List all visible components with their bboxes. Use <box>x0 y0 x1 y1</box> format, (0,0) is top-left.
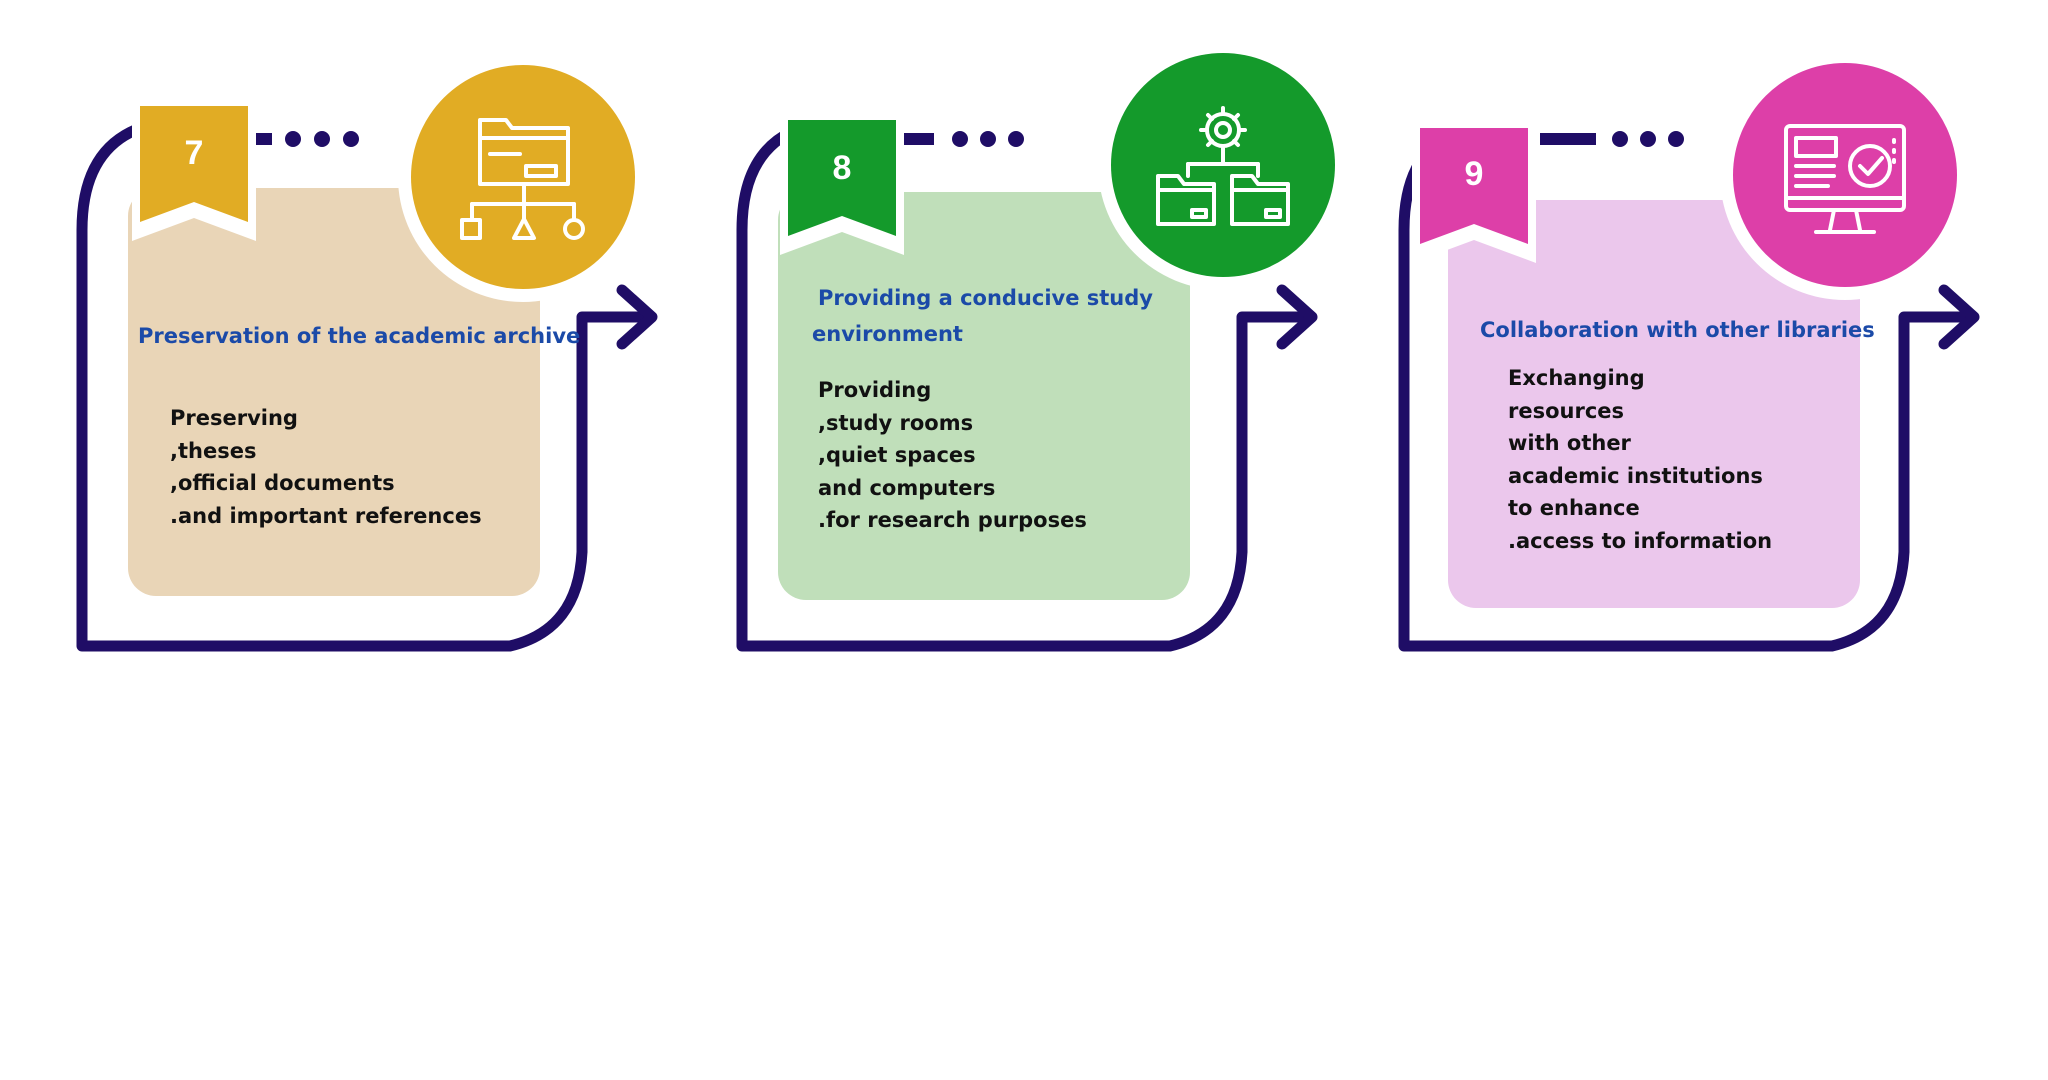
step9-title: Collaboration with other libraries <box>1480 312 1875 348</box>
folder-hierarchy-icon <box>460 118 585 240</box>
step9-line: resources <box>1508 398 1625 423</box>
step7-ribbon-badge <box>132 96 256 241</box>
step9-title-line: Collaboration with other libraries <box>1480 318 1875 342</box>
step8-number: 8 <box>832 149 852 187</box>
step7-title-line: Preservation of the academic archive <box>138 324 581 348</box>
step8-title-line: Providing a conducive study <box>818 286 1153 310</box>
step8-arrowhead-icon <box>1276 284 1318 350</box>
step9-ribbon-badge <box>1412 118 1536 263</box>
step7-number: 7 <box>184 134 204 172</box>
step7-title: Preservation of the academic archive <box>138 318 580 354</box>
step7-line: ,official documents <box>170 471 395 495</box>
step9-line: with other <box>1508 431 1631 455</box>
step9-lines: Exchanging resources with other academic… <box>1508 362 1772 557</box>
step9-icon-circle <box>1720 50 1970 300</box>
step8-icon-circle <box>1098 40 1348 290</box>
step7-icon-circle <box>398 52 648 302</box>
step8-connector-path <box>736 122 1314 652</box>
step8-card <box>778 192 1190 600</box>
gear-folders-icon <box>1156 106 1290 226</box>
step7-arrowhead-icon <box>616 284 658 350</box>
step9-line: academic institutions <box>1508 463 1763 488</box>
step8-title-line: environment <box>812 322 963 346</box>
step7-connector-path <box>76 122 654 652</box>
step9-line: to enhance <box>1508 496 1640 520</box>
step7-line: ,theses <box>170 438 257 463</box>
step9-number: 9 <box>1464 155 1484 193</box>
monitor-check-icon <box>1784 124 1906 234</box>
step8-line: Providing <box>818 378 932 402</box>
step8-line: and computers <box>818 475 996 500</box>
step8-line: ,quiet spaces <box>818 443 976 467</box>
step9-arrowhead-icon <box>1938 284 1980 350</box>
step9-line: Exchanging <box>1508 366 1645 390</box>
step8-line: .for research purposes <box>818 508 1087 532</box>
step8-line: ,study rooms <box>818 410 974 435</box>
step8-title: Providing a conducive study environment <box>812 280 1153 352</box>
step7-lines: Preserving ,theses ,official documents .… <box>170 402 482 532</box>
step9-line: .access to information <box>1508 528 1773 553</box>
step7-line: Preserving <box>170 406 298 430</box>
step7-line: .and important references <box>170 503 482 528</box>
step8-ribbon-badge <box>780 110 904 255</box>
step8-lines: Providing ,study rooms ,quiet spaces and… <box>818 374 1087 537</box>
